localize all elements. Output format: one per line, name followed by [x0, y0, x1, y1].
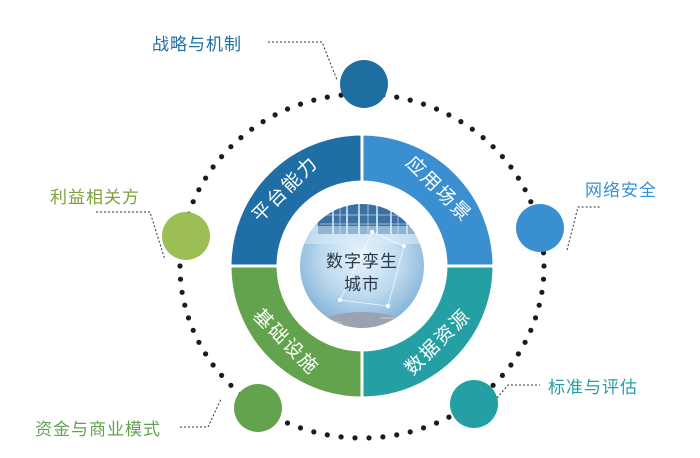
label-standards: 标准与评估 — [548, 378, 638, 398]
orbit-dot — [515, 351, 522, 357]
orbit-dot — [190, 199, 196, 205]
orbit-dot — [352, 435, 358, 441]
ring-quadrants: 平台能力应用场景数据资源基础设施 — [228, 132, 496, 400]
orbit-dot — [536, 302, 542, 308]
label-funding: 资金与商业模式 — [35, 420, 161, 440]
orbit-dot — [420, 425, 427, 431]
orbit-dot — [508, 362, 514, 368]
orbit-dot — [284, 106, 291, 112]
orbit-dot — [203, 351, 209, 357]
orbit-dot — [515, 175, 522, 181]
connector-strategy — [268, 41, 338, 81]
label-security: 网络安全 — [585, 181, 657, 201]
orbit-dot — [490, 382, 496, 388]
orbit-dot — [407, 97, 413, 103]
orbit-dot — [238, 135, 244, 141]
orbit-dot — [480, 135, 486, 141]
orbit-dot — [446, 112, 452, 118]
orbit-dot — [380, 434, 386, 440]
orbit-dot — [490, 144, 496, 150]
orbit-dot — [528, 199, 534, 205]
orbit-dot — [190, 327, 196, 333]
orbit-dot — [311, 429, 317, 435]
orbit-dot — [541, 263, 547, 269]
orbit-dot — [522, 339, 528, 345]
orbit-dot — [420, 101, 427, 107]
orbit-dot — [311, 97, 317, 103]
orbit-dot — [203, 175, 209, 181]
orbit-dot — [179, 289, 185, 295]
center-title-line1: 数字孪生 — [326, 252, 398, 272]
orbit-dot — [532, 315, 539, 321]
orbit-dot — [260, 119, 266, 125]
orbit-dot — [182, 302, 188, 308]
orbit-dot — [458, 119, 464, 125]
orbit-dot — [394, 432, 400, 438]
connector-security — [566, 206, 600, 251]
orbit-dot — [528, 327, 534, 333]
orbit-dot — [177, 263, 183, 269]
orbit-dot — [522, 187, 528, 193]
orbit-dot — [210, 362, 216, 368]
orbit-dot — [433, 420, 440, 426]
orbit-dot — [407, 429, 413, 435]
orbit-dot — [219, 372, 225, 378]
orbit-dot — [433, 106, 440, 112]
orbit-dot — [324, 432, 330, 438]
outer-nodes — [162, 60, 564, 432]
orbit-dot — [210, 164, 216, 170]
orbit-dot — [185, 315, 192, 321]
orbit-dot — [469, 126, 475, 132]
connector-stakeholders — [96, 211, 166, 261]
center-circle: 数字孪生 城市 — [298, 202, 426, 330]
orbit-dot — [196, 187, 202, 193]
quadrant-infrastructure — [228, 264, 364, 400]
orbit-dot — [446, 414, 452, 420]
connector-funding — [180, 398, 222, 428]
node-funding — [234, 384, 282, 432]
node-standards — [450, 380, 498, 428]
connector-lines — [96, 41, 600, 428]
orbit-dot — [540, 276, 547, 282]
orbit-dot — [499, 154, 505, 160]
orbit-dot — [284, 420, 291, 426]
node-security — [516, 204, 564, 252]
node-stakeholders — [162, 212, 210, 260]
label-strategy: 战略与机制 — [152, 35, 242, 55]
orbit-dot — [394, 94, 400, 100]
orbit-dot — [228, 144, 234, 150]
orbit-dot — [177, 276, 184, 282]
orbit-dot — [297, 425, 304, 431]
orbit-dot — [508, 164, 514, 170]
orbit-dot — [366, 435, 372, 441]
label-stakeholders: 利益相关方 — [50, 188, 140, 208]
orbit-dot — [338, 434, 344, 440]
orbit-dot — [228, 382, 234, 388]
connector-standards — [496, 384, 540, 399]
orbit-dot — [272, 112, 278, 118]
node-strategy — [340, 60, 388, 108]
orbit-dot — [249, 126, 255, 132]
orbit-dot — [539, 289, 545, 295]
orbit-dot — [196, 339, 202, 345]
orbit-dot — [219, 154, 225, 160]
orbit-dot — [324, 94, 330, 100]
orbit-dot — [499, 372, 505, 378]
orbit-dot — [297, 101, 304, 107]
center-title-line2: 城市 — [344, 275, 380, 295]
